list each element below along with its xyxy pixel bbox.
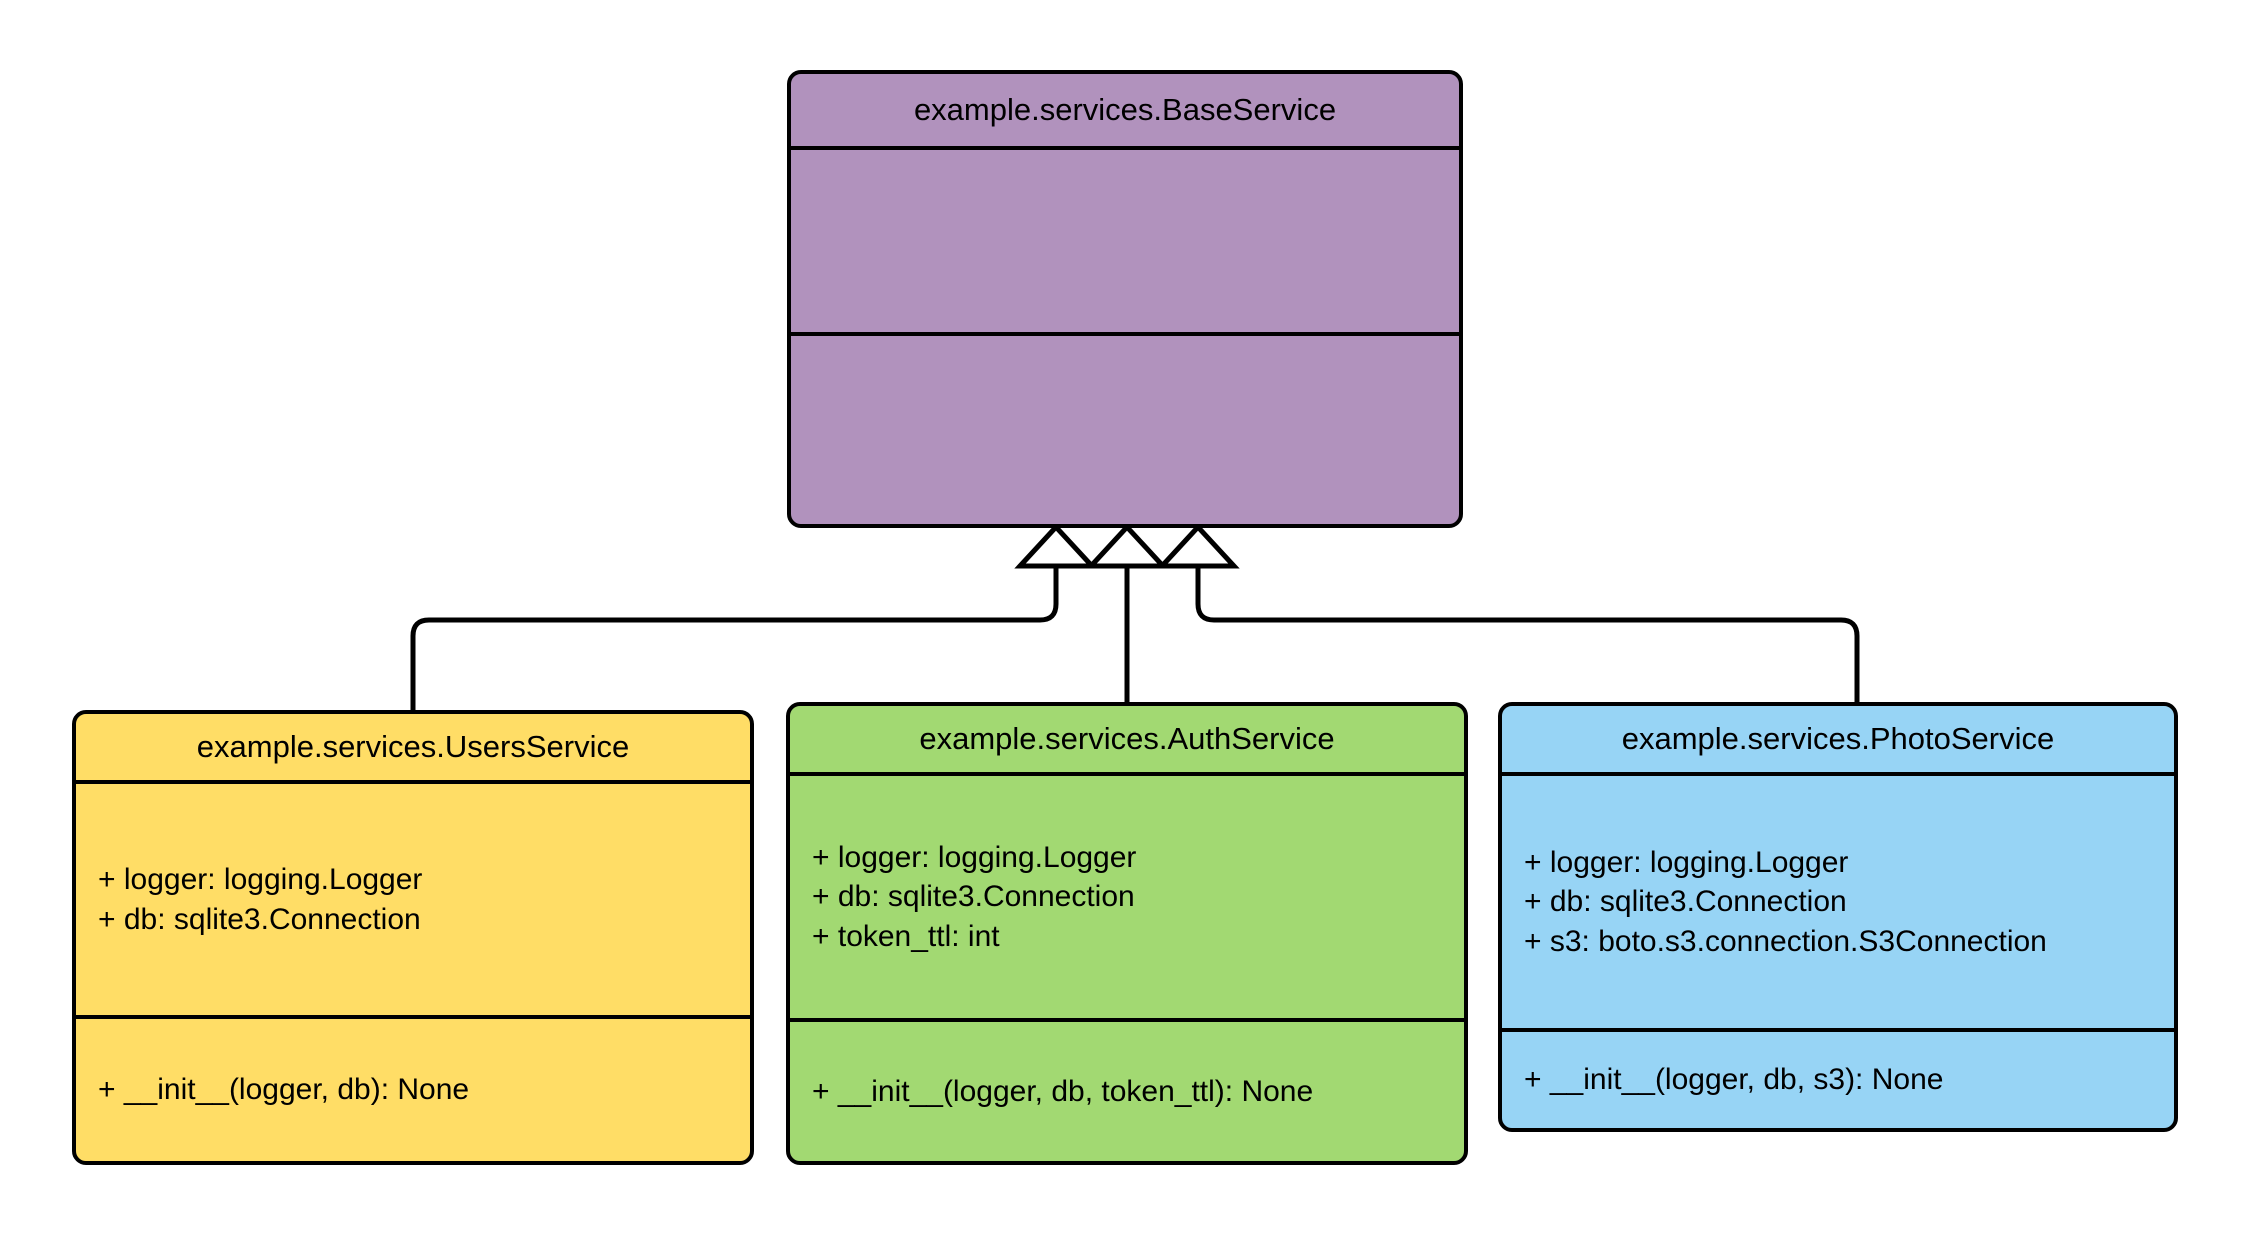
class-title-photoservice: example.services.PhotoService [1502, 706, 2174, 776]
class-title-baseservice: example.services.BaseService [791, 74, 1459, 150]
class-methods-usersservice: + __init__(logger, db): None [76, 1019, 750, 1161]
attribute-row: + logger: logging.Logger [98, 862, 423, 896]
class-methods-authservice: + __init__(logger, db, token_ttl): None [790, 1022, 1464, 1161]
method-row: + __init__(logger, db, token_ttl): None [812, 1074, 1314, 1108]
attribute-row: + logger: logging.Logger [812, 840, 1137, 874]
attribute-row: + db: sqlite3.Connection [812, 880, 1135, 914]
inheritance-edge-usersservice [410, 565, 1059, 710]
attribute-row: + token_ttl: int [812, 919, 1000, 953]
method-row: + __init__(logger, db): None [98, 1073, 470, 1107]
attribute-row: + db: sqlite3.Connection [98, 902, 421, 936]
class-methods-baseservice [791, 336, 1459, 524]
class-box-baseservice[interactable]: example.services.BaseService [787, 70, 1463, 528]
inheritance-edge-photoservice [1195, 565, 1860, 702]
class-title-authservice: example.services.AuthService [790, 706, 1464, 776]
class-box-usersservice[interactable]: example.services.UsersService + logger: … [72, 710, 754, 1165]
class-title-usersservice: example.services.UsersService [76, 714, 750, 784]
attribute-row: + s3: boto.s3.connection.S3Connection [1524, 924, 2047, 958]
inheritance-arrowhead-authservice [1085, 523, 1169, 569]
class-box-photoservice[interactable]: example.services.PhotoService + logger: … [1498, 702, 2178, 1132]
inheritance-arrowhead-usersservice [1014, 523, 1098, 569]
class-attributes-authservice: + logger: logging.Logger + db: sqlite3.C… [790, 776, 1464, 1022]
class-attributes-baseservice [791, 150, 1459, 336]
inheritance-arrowhead-photoservice [1156, 523, 1240, 569]
class-methods-photoservice: + __init__(logger, db, s3): None [1502, 1032, 2174, 1128]
class-attributes-photoservice: + logger: logging.Logger + db: sqlite3.C… [1502, 776, 2174, 1032]
method-row: + __init__(logger, db, s3): None [1524, 1063, 1944, 1097]
class-box-authservice[interactable]: example.services.AuthService + logger: l… [786, 702, 1468, 1165]
class-attributes-usersservice: + logger: logging.Logger + db: sqlite3.C… [76, 784, 750, 1019]
attribute-row: + logger: logging.Logger [1524, 845, 1849, 879]
attribute-row: + db: sqlite3.Connection [1524, 885, 1847, 919]
